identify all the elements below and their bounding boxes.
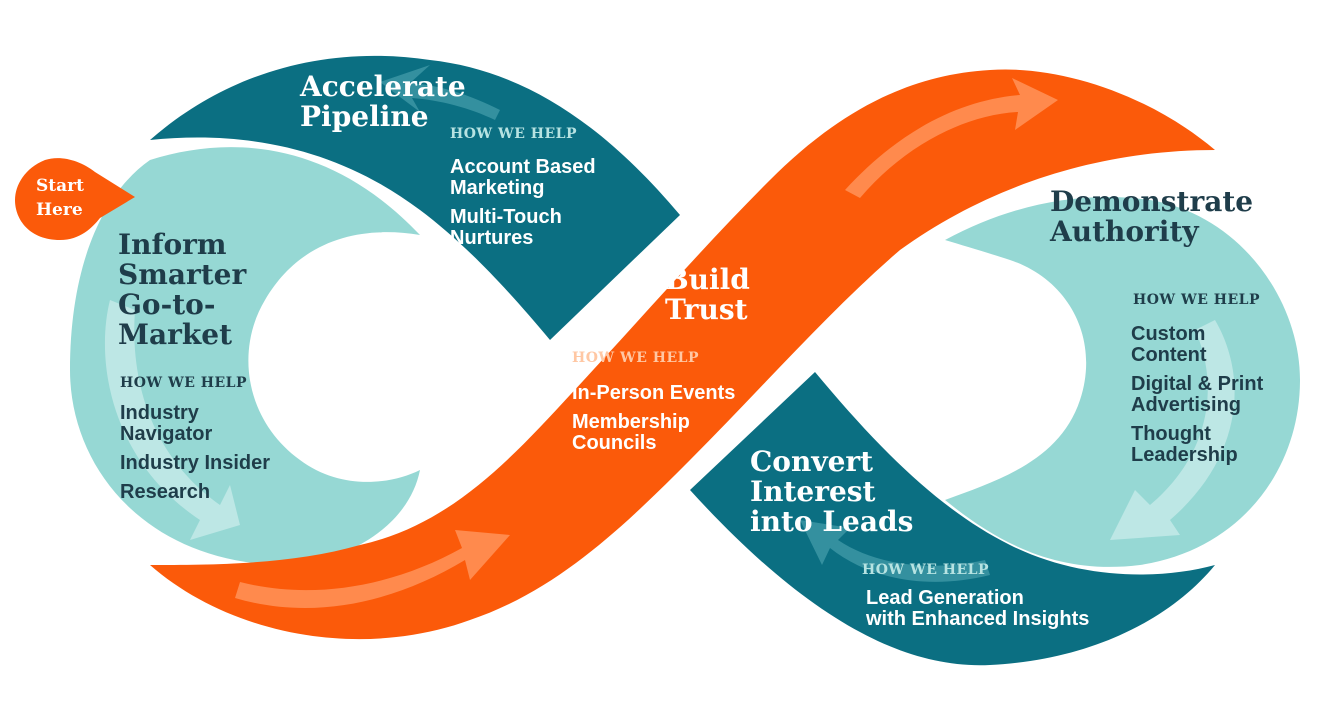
authority-segment <box>945 196 1300 567</box>
arrow-icon <box>845 78 1058 198</box>
arrow-icon <box>235 530 510 609</box>
convert-items: Lead Generation with Enhanced Insights <box>866 588 1089 638</box>
accelerate-segment <box>150 55 680 340</box>
authority-items: Custom Content Digital & Print Advertisi… <box>1131 324 1263 474</box>
arrow-icon <box>380 65 500 120</box>
authority-help-label: HOW WE HELP <box>1133 292 1261 308</box>
inform-help-label: HOW WE HELP <box>120 375 248 391</box>
trust-help-label: HOW WE HELP <box>572 350 700 366</box>
convert-help-label: HOW WE HELP <box>862 562 990 578</box>
start-badge-line-1: Start <box>36 176 84 196</box>
list-item: Research <box>120 481 211 503</box>
list-item: Multi-Touch Nurtures <box>450 206 562 249</box>
list-item: Industry Navigator <box>120 402 213 445</box>
trust-title: Build Trust <box>665 263 750 326</box>
list-item: Membership Councils <box>572 411 690 454</box>
accelerate-help-label: HOW WE HELP <box>450 126 578 142</box>
trust-segment <box>150 69 1215 640</box>
list-item: In-Person Events <box>572 382 736 404</box>
list-item: Lead Generation with Enhanced Insights <box>866 587 1090 630</box>
accelerate-items: Account Based Marketing Multi-Touch Nurt… <box>450 157 596 257</box>
list-item: Thought Leadership <box>1131 423 1238 466</box>
arrow-icon <box>104 300 241 540</box>
inform-items: Industry Navigator Industry Insider Rese… <box>120 403 270 511</box>
trust-items: In-Person Events Membership Councils <box>572 383 735 462</box>
list-item: Digital & Print Advertising <box>1131 373 1264 416</box>
accelerate-title: Accelerate Pipeline <box>300 70 466 133</box>
convert-segment <box>690 372 1215 666</box>
start-badge-shape <box>15 158 135 240</box>
authority-title: Demonstrate Authority <box>1050 185 1254 248</box>
start-badge-line-2: Here <box>36 200 83 220</box>
list-item: Custom Content <box>1131 323 1207 366</box>
start-badge: Start Here <box>18 158 118 238</box>
inform-title: Inform Smarter Go-to- Market <box>118 228 247 351</box>
list-item: Account Based Marketing <box>450 156 596 199</box>
arrow-icon <box>800 520 990 582</box>
convert-title: Convert Interest into Leads <box>750 445 914 538</box>
list-item: Industry Insider <box>120 452 271 474</box>
arrow-icon <box>1110 320 1235 540</box>
